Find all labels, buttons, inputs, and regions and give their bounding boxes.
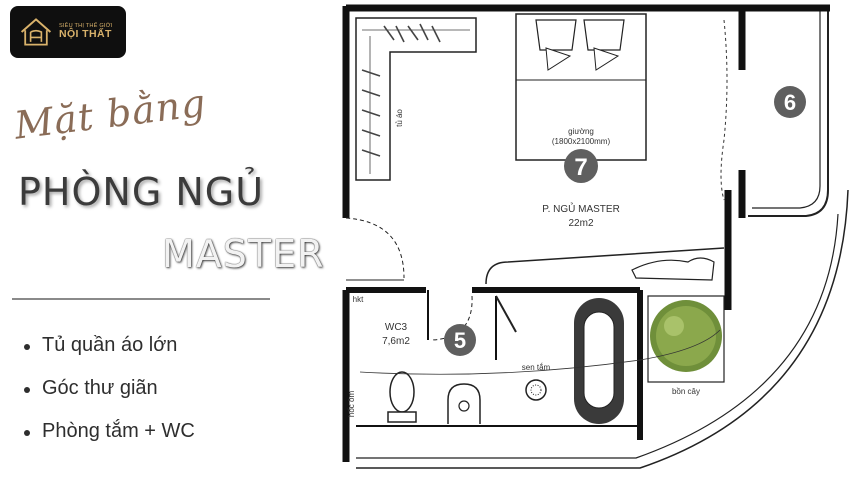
marker-6-label: 6 — [784, 90, 796, 115]
brand-logo: SIÊU THỊ THẾ GIỚI NỘI THẤT — [10, 6, 126, 58]
heading-line2: MASTER — [162, 232, 325, 276]
plant-box — [647, 295, 725, 383]
house-chair-icon — [20, 18, 52, 46]
plant-label: bồn cây — [672, 387, 700, 396]
wc-name: WC3 — [385, 322, 408, 333]
outer-curve — [356, 189, 849, 469]
wardrobe — [355, 17, 477, 181]
curtain — [720, 19, 728, 201]
wc-door-swing — [431, 295, 473, 341]
feature-list: Tủ quần áo lớn Góc thư giãn Phòng tắm + … — [24, 334, 195, 463]
plant-inner — [656, 306, 716, 366]
entry-door-swing — [345, 217, 405, 279]
duct-label: hốc ôm — [347, 391, 356, 418]
toilet — [389, 371, 415, 413]
marker-5-label: 5 — [454, 328, 466, 353]
wardrobe-label: tủ áo — [395, 109, 404, 127]
glass-partition — [359, 329, 721, 375]
pillow-left — [535, 19, 577, 51]
feature-text: Phòng tắm + WC — [42, 420, 195, 442]
bed-label: giường — [568, 127, 594, 136]
floor-plan: tủ áo giường (1800x2100mm) 7 P. NGỦ MAST… — [342, 4, 849, 469]
feature-text: Tủ quần áo lớn — [42, 334, 178, 356]
bed-size: (1800x2100mm) — [552, 137, 611, 146]
marker-7-label: 7 — [574, 154, 587, 181]
heading-line1: PHÒNG NGỦ — [18, 170, 265, 214]
feature-item: Phòng tắm + WC — [24, 420, 195, 463]
feature-item: Góc thư giãn — [24, 377, 195, 420]
bullet-icon — [24, 430, 30, 436]
room-area: 22m2 — [568, 218, 593, 229]
pillow-folds — [545, 47, 620, 71]
sink — [447, 383, 481, 424]
bath-door-leaf — [495, 295, 517, 333]
shower-head — [525, 379, 547, 401]
shower-label: sen tắm — [522, 363, 551, 372]
feature-text: Góc thư giãn — [42, 377, 158, 399]
balcony-rail-inner — [752, 8, 821, 209]
heading-script: Mặt bằng — [12, 80, 209, 148]
bullet-icon — [24, 387, 30, 393]
hkt-label: hkt — [353, 295, 364, 304]
marker-6 — [774, 86, 806, 118]
lounge-chair — [631, 257, 715, 281]
logo-big-text: NỘI THẤT — [59, 28, 112, 41]
wardrobe-hangers — [361, 23, 441, 157]
feature-item: Tủ quần áo lớn — [24, 334, 195, 377]
heading-divider — [12, 298, 270, 300]
marker-5 — [444, 324, 476, 356]
outer-curve-inner — [356, 213, 839, 459]
wc-area: 7,6m2 — [382, 336, 410, 347]
toilet-tank — [387, 411, 417, 423]
lounge-counter — [485, 247, 725, 285]
bath-partitions — [427, 290, 497, 360]
wardrobe-rail — [362, 29, 470, 174]
marker-7 — [564, 149, 598, 183]
plant-highlight — [664, 316, 684, 336]
bullet-icon — [24, 344, 30, 350]
logo-small-text: SIÊU THỊ THẾ GIỚI — [59, 23, 113, 30]
balcony-rail — [748, 8, 829, 217]
sink-drain — [458, 400, 470, 412]
pillow-right — [583, 19, 625, 51]
bathtub-basin — [583, 311, 615, 409]
bed — [515, 13, 647, 161]
room-name: P. NGỦ MASTER — [542, 202, 620, 215]
shower-holes — [530, 384, 542, 396]
